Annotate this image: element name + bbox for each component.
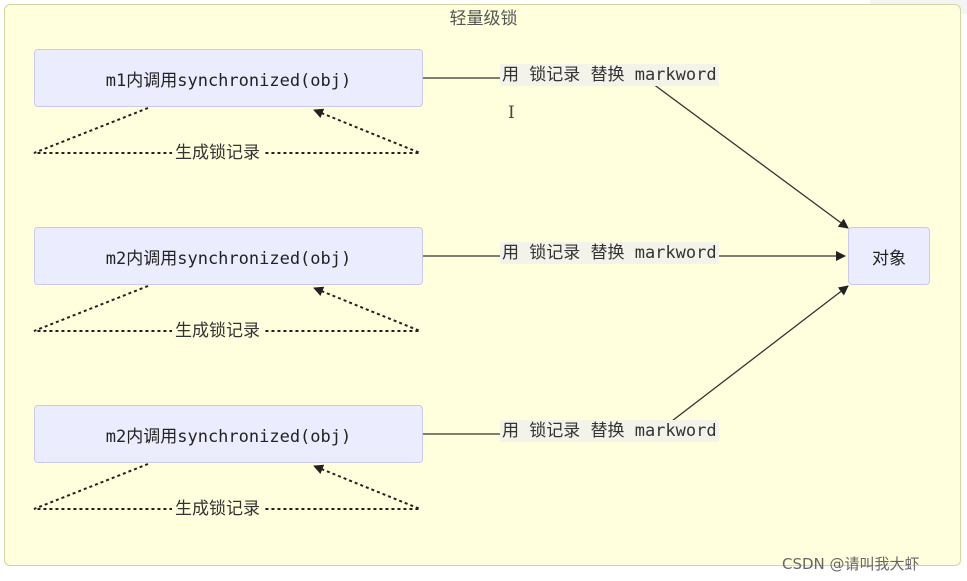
edge-label-m1: 用 锁记录 替换 markword	[500, 64, 719, 86]
watermark: CSDN @请叫我大虾	[782, 555, 920, 573]
loop-label-m1: 生成锁记录	[172, 142, 263, 164]
loop-label-m2a: 生成锁记录	[172, 320, 263, 342]
edge-m2b-to-object	[423, 285, 849, 435]
cluster-title: 轻量级锁	[449, 9, 518, 29]
edge-m1-to-object	[423, 77, 849, 229]
edge-label-m2a: 用 锁记录 替换 markword	[500, 242, 719, 264]
loop-label-m2b: 生成锁记录	[172, 498, 263, 520]
node-m1[interactable]: m1内调用synchronized(obj)	[34, 49, 423, 107]
self-loop-edge-m2a	[33, 285, 421, 332]
text-cursor-icon: I	[508, 103, 515, 123]
self-loop-edge-m2b	[33, 463, 421, 510]
node-object[interactable]: 对象	[848, 227, 930, 285]
node-m2-first[interactable]: m2内调用synchronized(obj)	[34, 227, 423, 285]
edge-label-m2b: 用 锁记录 替换 markword	[500, 420, 719, 442]
node-m2-second[interactable]: m2内调用synchronized(obj)	[34, 405, 423, 463]
self-loop-edge-m1	[33, 107, 421, 154]
